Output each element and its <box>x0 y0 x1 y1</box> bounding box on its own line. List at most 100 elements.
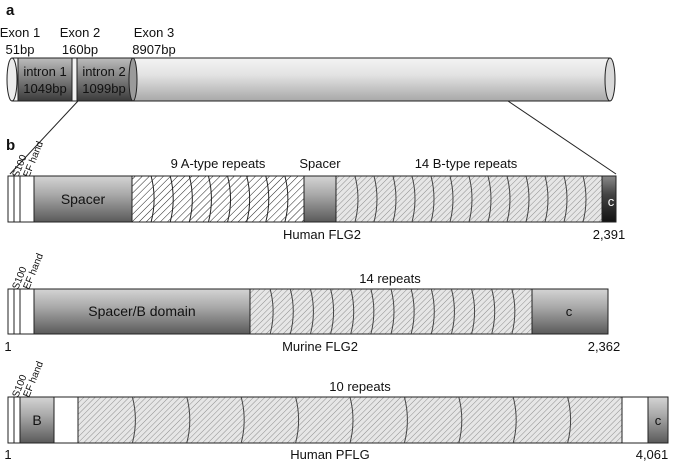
murine-flg2-repeat-divider <box>330 288 335 335</box>
murine-flg2-protein: S100 EF hand 14 repeats Spacer/B domain … <box>4 252 620 354</box>
human-flg2-a-repeat-divider <box>246 175 251 223</box>
human-pflg-end: 4,061 <box>636 447 669 462</box>
murine-flg2-repeat-divider <box>350 288 355 335</box>
panel-b-letter: b <box>6 137 15 154</box>
human-pflg-repeats-region <box>77 396 623 444</box>
exon-3-name: Exon 3 <box>134 25 174 40</box>
murine-flg2-repeat-divider <box>450 288 455 335</box>
human-flg2-end: 2,391 <box>593 227 626 242</box>
murine-flg2-repeat-divider <box>410 288 415 335</box>
human-flg2-b-repeat-divider <box>468 175 473 223</box>
murine-flg2-repeat-divider <box>491 288 496 335</box>
human-flg2-spacer-left-label: Spacer <box>61 191 106 207</box>
human-flg2-a-repeat-divider <box>227 175 232 223</box>
human-flg2-c-domain <box>601 175 617 223</box>
human-pflg-gap-left <box>53 396 79 444</box>
human-pflg-repeat-dividers <box>131 396 572 444</box>
human-pflg-c-domain <box>647 396 669 444</box>
gene-start-cap <box>6 57 18 102</box>
murine-flg2-repeat-divider <box>370 288 375 335</box>
human-flg2-b-repeat-divider <box>487 175 492 223</box>
murine-flg2-repeats-label: 14 repeats <box>359 271 421 286</box>
human-flg2-a-repeat-divider <box>188 175 193 223</box>
human-pflg-repeat-divider <box>512 396 517 444</box>
human-flg2-c-label: c <box>608 194 615 209</box>
human-pflg-repeat-divider <box>240 396 245 444</box>
exon-1-size: 51bp <box>6 42 35 57</box>
expansion-line-right <box>507 100 617 175</box>
intron-1-segment <box>17 57 73 102</box>
human-flg2-b-repeat-divider <box>506 175 511 223</box>
human-flg2-a-repeats-label: 9 A-type repeats <box>171 156 266 171</box>
murine-flg2-repeat-divider <box>289 288 294 335</box>
murine-flg2-repeat-divider <box>511 288 516 335</box>
human-pflg-gap-right <box>621 396 649 444</box>
human-pflg-repeats-label: 10 repeats <box>329 379 391 394</box>
murine-flg2-c-label: c <box>566 304 573 319</box>
human-pflg-repeat-divider <box>567 396 572 444</box>
human-flg2-b-repeats-region <box>335 175 603 223</box>
human-pflg-start: 1 <box>4 447 11 462</box>
exon-2-size: 160bp <box>62 42 98 57</box>
human-flg2-b-repeat-divider <box>411 175 416 223</box>
human-flg2-b-repeat-divider <box>449 175 454 223</box>
exon-3-segment <box>127 57 611 102</box>
human-flg2-a-repeat-divider <box>169 175 174 223</box>
exon-3-size: 8907bp <box>132 42 175 57</box>
exon-2-segment <box>71 57 78 102</box>
murine-flg2-repeat-divider <box>471 288 476 335</box>
murine-flg2-repeat-divider <box>390 288 395 335</box>
human-flg2-name: Human FLG2 <box>283 227 361 242</box>
gene-cylinder: intron 1 1049bp intron 2 1099bp <box>6 57 616 102</box>
human-flg2-b-repeat-divider <box>563 175 568 223</box>
human-flg2-a-repeat-dividers <box>150 175 289 223</box>
human-flg2-a-repeats-region <box>131 175 305 223</box>
murine-flg2-name: Murine FLG2 <box>282 339 358 354</box>
human-flg2-protein: S100 EF hand 9 A-type repeats Spacer 14 … <box>7 140 626 242</box>
human-flg2-a-repeat-divider <box>265 175 270 223</box>
human-flg2-b-repeat-divider <box>373 175 378 223</box>
intron-2-size: 1099bp <box>82 81 125 96</box>
human-flg2-b-repeats-label: 14 B-type repeats <box>415 156 518 171</box>
exon-2-name: Exon 2 <box>60 25 100 40</box>
human-pflg-protein: S100 EF hand 10 repeats B c 1 Human PFLG… <box>4 360 669 462</box>
panel-a-letter: a <box>6 2 15 19</box>
exon-labels: Exon 1 51bp Exon 2 160bp Exon 3 8907bp <box>0 25 176 57</box>
intron-1-size: 1049bp <box>23 81 66 96</box>
intron-1-name: intron 1 <box>23 64 66 79</box>
murine-flg2-repeat-divider <box>269 288 274 335</box>
human-pflg-repeat-divider <box>295 396 300 444</box>
intron-2-segment <box>76 57 134 102</box>
murine-flg2-repeats-region <box>249 288 533 335</box>
human-pflg-b-label: B <box>32 412 41 428</box>
human-flg2-b-repeat-divider <box>430 175 435 223</box>
human-pflg-repeat-divider <box>403 396 408 444</box>
human-flg2-spacer-domain <box>33 175 133 223</box>
human-pflg-repeat-divider <box>458 396 463 444</box>
human-pflg-repeat-divider <box>186 396 191 444</box>
human-flg2-b-repeat-divider <box>392 175 397 223</box>
expansion-line-left <box>9 100 79 175</box>
human-flg2-s100-domain <box>7 175 35 223</box>
human-pflg-repeat-divider <box>131 396 136 444</box>
murine-flg2-spacer-domain <box>33 288 251 335</box>
human-pflg-name: Human PFLG <box>290 447 369 462</box>
intron-2-edge <box>128 57 138 102</box>
human-flg2-b-repeat-dividers <box>354 175 587 223</box>
exon-3-end-cap <box>604 57 616 102</box>
murine-flg2-end: 2,362 <box>588 339 621 354</box>
murine-flg2-s100-domain <box>7 288 35 335</box>
human-flg2-b-repeat-divider <box>525 175 530 223</box>
human-flg2-b-repeat-divider <box>544 175 549 223</box>
human-flg2-a-repeat-divider <box>150 175 155 223</box>
exon-1-name: Exon 1 <box>0 25 40 40</box>
intron-2-name: intron 2 <box>82 64 125 79</box>
murine-flg2-c-domain <box>531 288 609 335</box>
human-flg2-b-repeat-divider <box>582 175 587 223</box>
murine-flg2-repeat-dividers <box>269 288 516 335</box>
human-pflg-repeat-divider <box>349 396 354 444</box>
human-pflg-c-label: c <box>655 413 662 428</box>
murine-flg2-repeat-divider <box>309 288 314 335</box>
murine-flg2-repeat-divider <box>430 288 435 335</box>
